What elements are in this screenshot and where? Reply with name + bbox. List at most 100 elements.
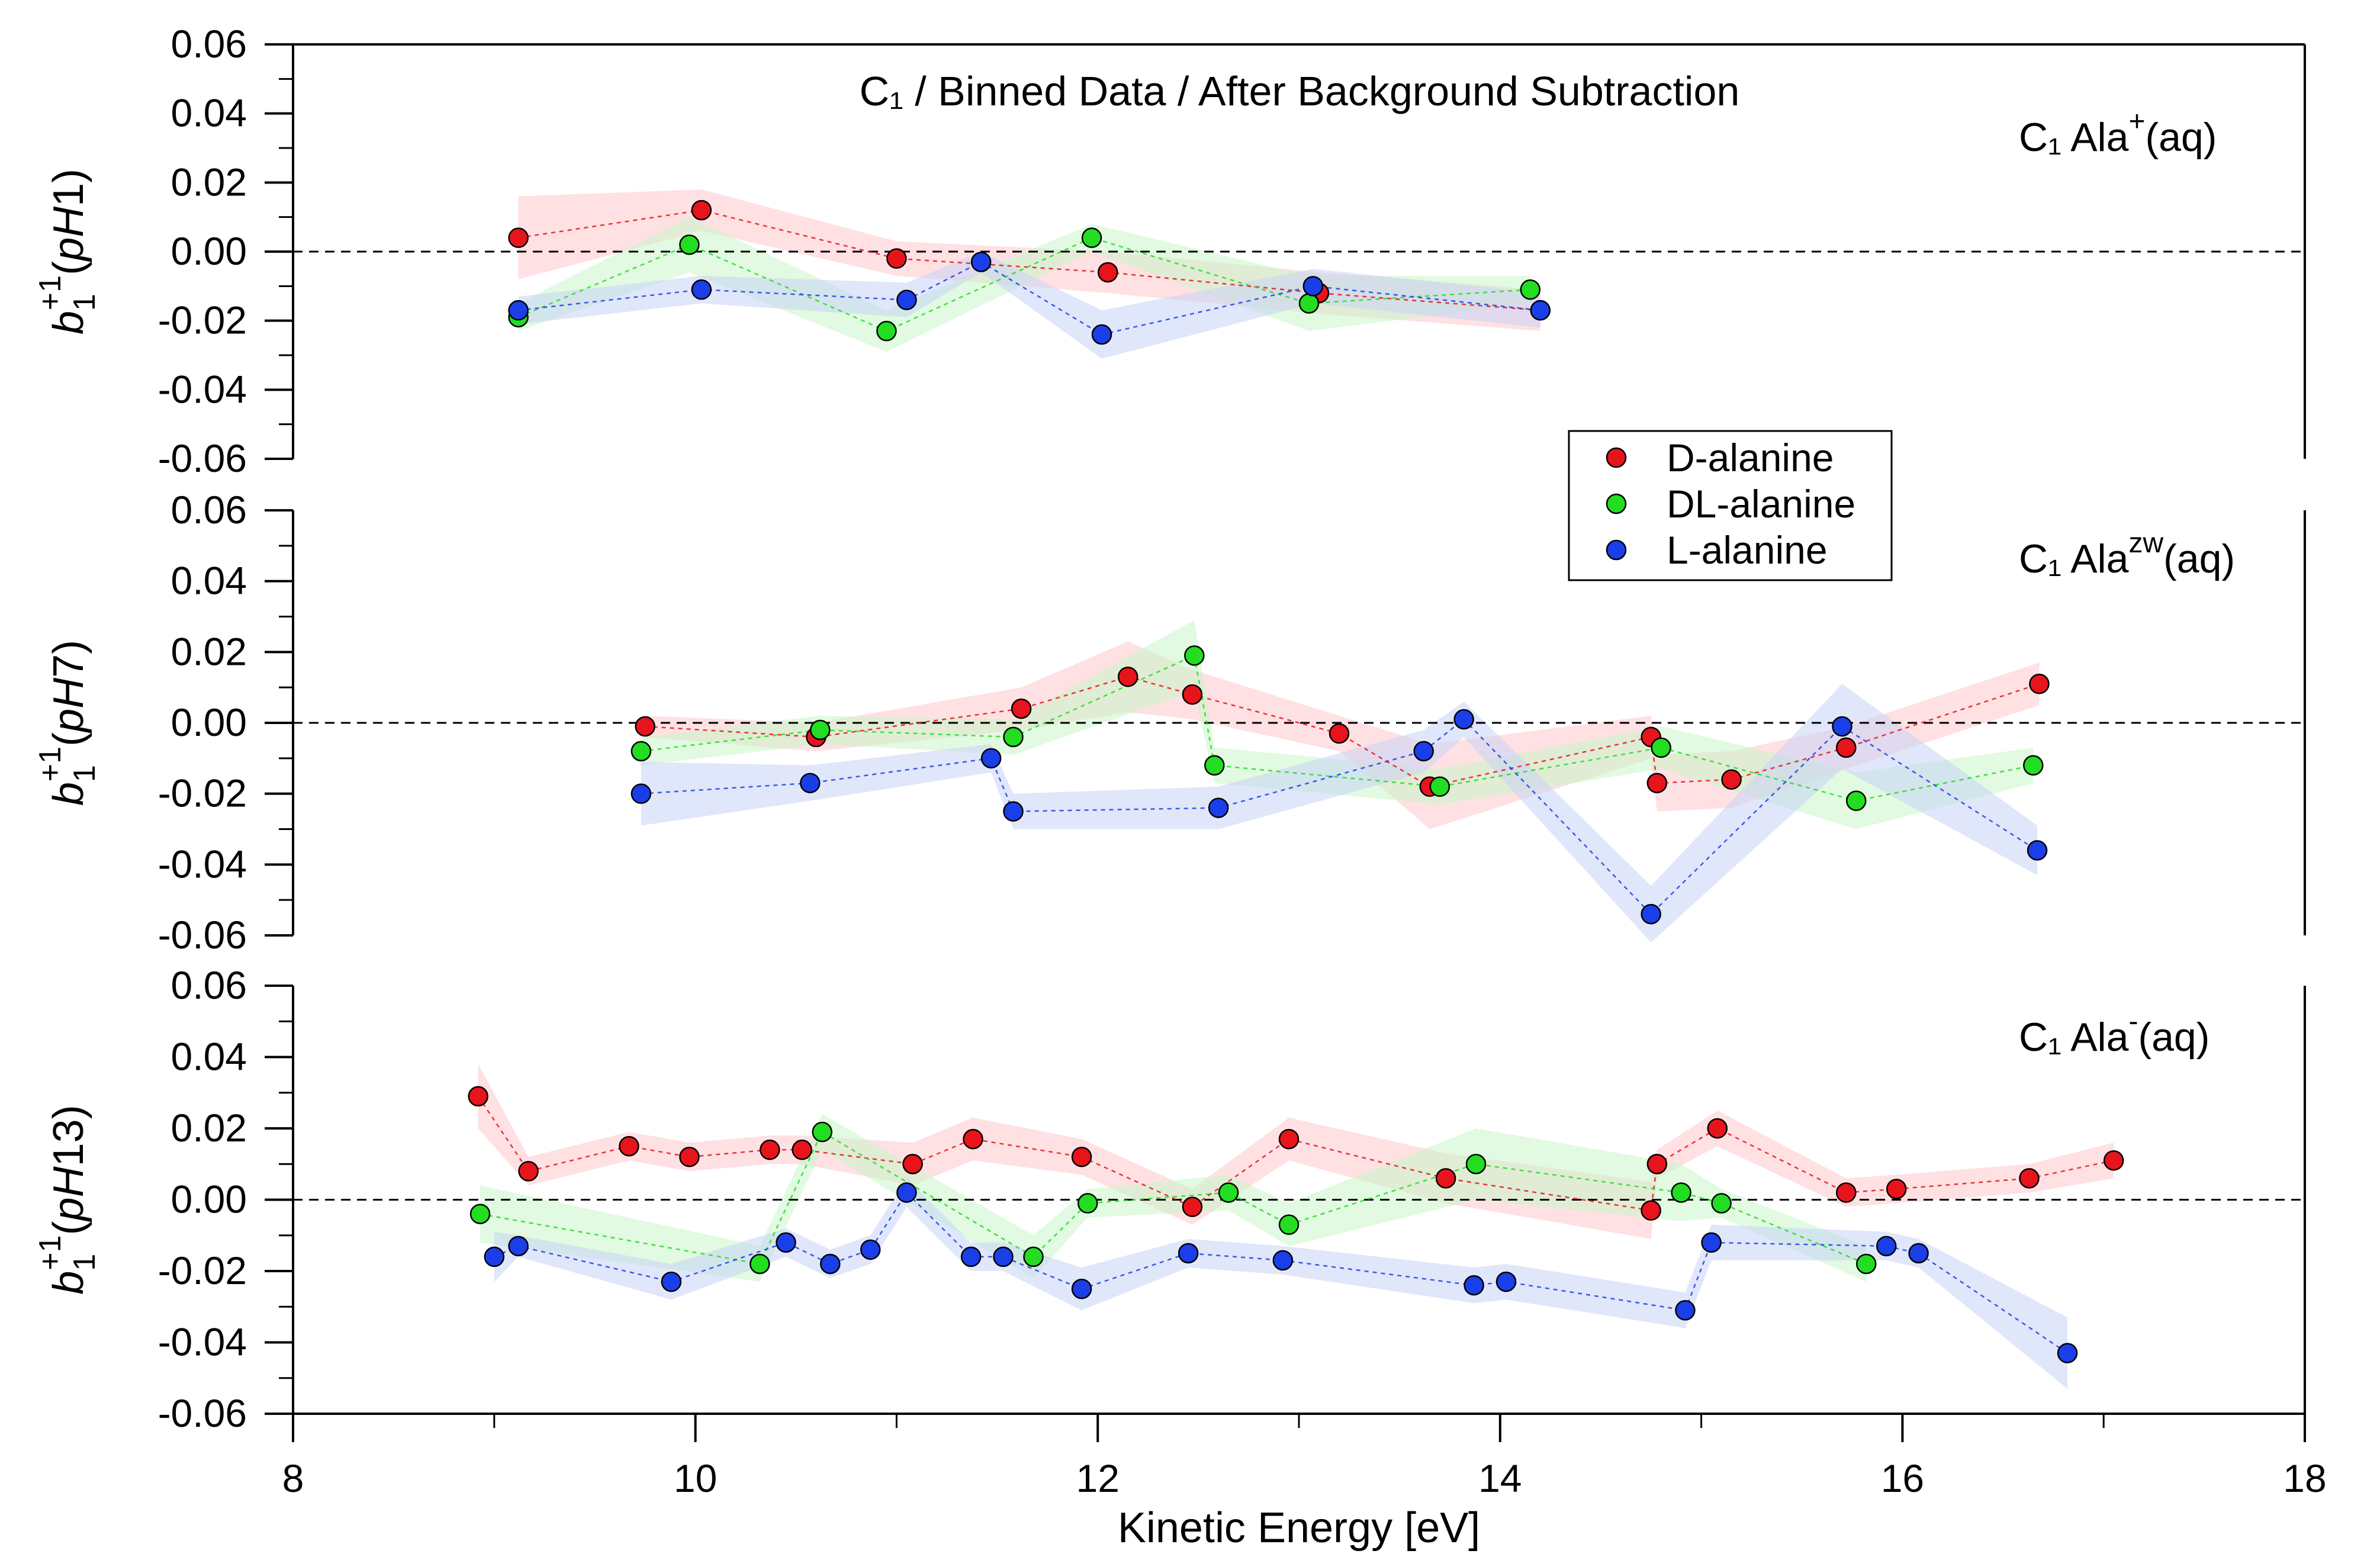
point-d-alanine [1646, 773, 1668, 793]
y-axis-title-part: pH [45, 677, 92, 734]
point-dl-alanine [1465, 1154, 1487, 1175]
x-tick-label: 10 [674, 1456, 717, 1500]
point-dl-alanine [1845, 790, 1867, 811]
point-l-alanine [1003, 801, 1024, 822]
point-dl-alanine [812, 1121, 832, 1143]
point-dl-alanine [1077, 1193, 1098, 1214]
point-l-alanine [1071, 1278, 1092, 1299]
x-tick-label: 18 [2283, 1456, 2326, 1500]
point-dl-alanine [679, 234, 700, 255]
point-d-alanine [1182, 1196, 1203, 1217]
series-line-d-alanine [518, 209, 1540, 311]
panel-label-sup: zw [2128, 527, 2163, 559]
point-l-alanine [508, 300, 529, 321]
x-tick-label: 8 [282, 1456, 304, 1500]
panel-2: 0.060.040.020.00-0.02-0.04-0.06b1+1(pH7)… [33, 488, 2306, 957]
panel-label: C₁ Alazw(aq) [2019, 527, 2235, 581]
series-line-d-alanine [645, 675, 2040, 788]
point-l-alanine [820, 1253, 841, 1275]
point-l-alanine [1178, 1243, 1199, 1264]
point-d-alanine [1117, 666, 1138, 687]
point-l-alanine [993, 1246, 1014, 1268]
point-l-alanine [1641, 903, 1661, 925]
point-l-alanine [776, 1232, 796, 1253]
point-l-alanine [1302, 276, 1324, 297]
y-tick-label: -0.02 [158, 1249, 247, 1292]
point-l-alanine [484, 1246, 505, 1268]
y-axis-title-part: ) [45, 169, 92, 183]
point-d-alanine [792, 1139, 812, 1160]
y-axis-title-part: +1 [33, 1235, 67, 1270]
point-dl-alanine [750, 1253, 770, 1275]
point-dl-alanine [469, 1204, 491, 1224]
point-l-alanine [1091, 324, 1112, 345]
point-dl-alanine [1184, 645, 1205, 666]
point-dl-alanine [1204, 755, 1225, 776]
y-axis-title-part: ) [45, 640, 92, 654]
y-tick-label: 0.04 [171, 91, 247, 135]
point-l-alanine [2057, 1343, 2078, 1363]
point-l-alanine [691, 279, 712, 300]
panel-label-tail: (aq) [2146, 115, 2217, 160]
y-axis-title: b1+1(pH7) [33, 640, 102, 806]
panel-label-main: C₁ Ala [2019, 536, 2129, 581]
legend-marker-dl-alanine [1606, 493, 1627, 514]
panel-3: 0.060.040.020.00-0.02-0.04-0.06b1+1(pH13… [33, 963, 2306, 1435]
point-d-alanine [619, 1135, 639, 1157]
point-l-alanine [980, 748, 1002, 769]
legend-label-dl-alanine: DL-alanine [1667, 482, 1855, 526]
panel-label-tail: (aq) [2163, 536, 2235, 581]
y-axis-title-part: 7 [45, 654, 92, 678]
point-d-alanine [1721, 769, 1742, 790]
y-axis-title: b1+1(pH1) [33, 169, 102, 334]
point-dl-alanine [1671, 1182, 1691, 1203]
y-axis-title-part: +1 [33, 275, 67, 310]
point-d-alanine [1071, 1146, 1092, 1167]
point-l-alanine [1208, 797, 1229, 818]
y-tick-label: -0.04 [158, 367, 247, 411]
point-d-alanine [1182, 684, 1203, 705]
point-dl-alanine [1855, 1253, 1877, 1275]
y-tick-label: 0.06 [171, 22, 247, 66]
point-l-alanine [1701, 1232, 1722, 1253]
legend-marker-d-alanine [1606, 447, 1627, 468]
point-d-alanine [679, 1146, 700, 1167]
point-dl-alanine [631, 741, 652, 762]
point-l-alanine [1832, 716, 1852, 737]
point-l-alanine [1272, 1250, 1294, 1271]
point-l-alanine [631, 783, 652, 804]
y-axis-title-part: ( [45, 732, 92, 747]
point-l-alanine [1876, 1236, 1897, 1257]
y-axis-title-part: 1 [67, 765, 102, 782]
point-d-alanine [902, 1154, 923, 1175]
point-dl-alanine [1711, 1193, 1732, 1214]
point-d-alanine [1435, 1168, 1456, 1189]
point-l-alanine [661, 1271, 682, 1292]
point-d-alanine [2103, 1150, 2124, 1171]
y-axis-title-part: ( [45, 1221, 92, 1235]
point-dl-alanine [1023, 1246, 1044, 1268]
point-d-alanine [1707, 1118, 1728, 1139]
point-d-alanine [1646, 1154, 1668, 1175]
point-dl-alanine [1278, 1214, 1300, 1235]
panel-label: C₁ Ala+(aq) [2019, 106, 2217, 160]
y-tick-label: 0.00 [171, 229, 247, 273]
point-l-alanine [896, 1182, 917, 1203]
point-l-alanine [2027, 840, 2048, 861]
point-l-alanine [1495, 1271, 1517, 1292]
point-dl-alanine [876, 320, 897, 342]
point-dl-alanine [1003, 726, 1024, 748]
series-line-l-alanine [641, 718, 2038, 915]
point-d-alanine [1836, 737, 1857, 758]
y-tick-label: -0.04 [158, 842, 247, 886]
y-tick-label: 0.06 [171, 488, 247, 532]
y-tick-label: -0.06 [158, 436, 247, 480]
y-axis-title-part: ( [45, 261, 92, 275]
point-l-alanine [970, 252, 992, 272]
point-dl-alanine [1429, 776, 1450, 797]
y-axis-title: b1+1(pH13) [33, 1105, 102, 1294]
panel-label-sup: + [2128, 106, 2145, 137]
legend-label-d-alanine: D-alanine [1667, 436, 1834, 480]
